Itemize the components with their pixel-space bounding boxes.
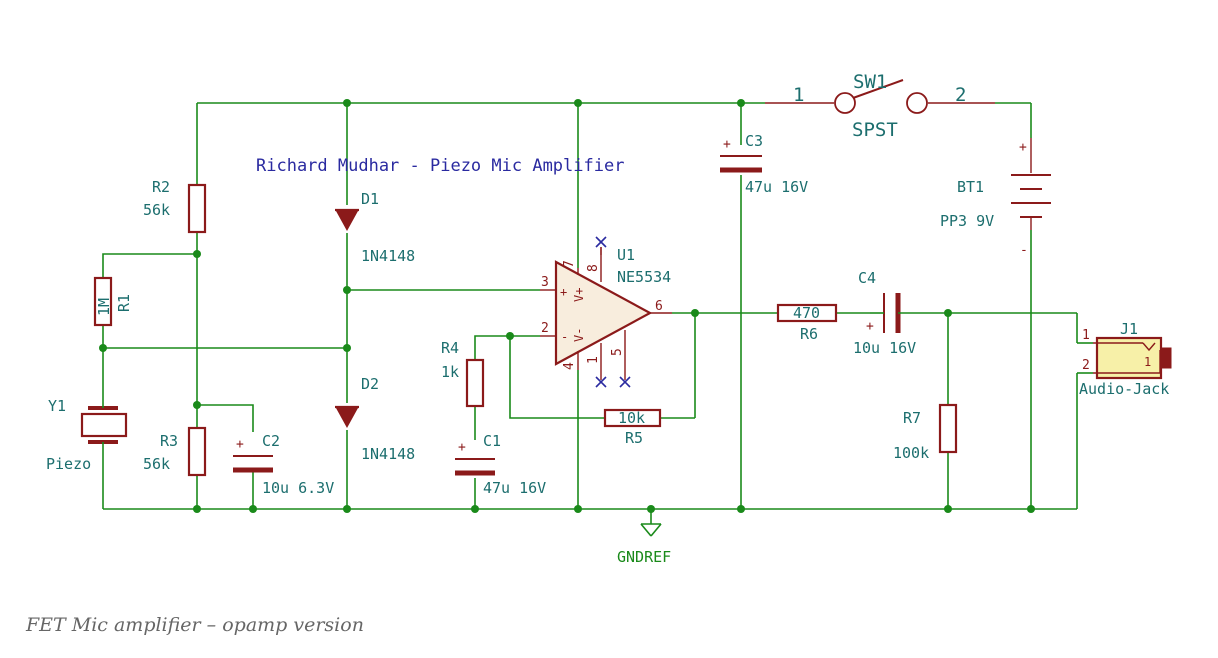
figure-caption: FET Mic amplifier – opamp version (26, 614, 364, 636)
r5-value: 10k (618, 409, 645, 427)
r4-ref: R4 (441, 339, 459, 357)
capacitor-c3: + C3 47u 16V (720, 132, 808, 196)
r7-ref: R7 (903, 409, 921, 427)
resistor-r3: R3 56k (143, 426, 207, 477)
u1-pin5: 5 (610, 348, 625, 356)
resistor-r2: R2 56k (143, 178, 207, 234)
r6-ref: R6 (800, 325, 818, 343)
sw1-pin2: 2 (955, 84, 966, 106)
j1-pin-inner: 1 (1144, 355, 1151, 369)
r3-value: 56k (143, 455, 170, 473)
bt1-minus: - (1020, 243, 1028, 258)
j1-ref: J1 (1120, 320, 1138, 338)
c1-polarity: + (458, 440, 466, 455)
c4-polarity: + (866, 319, 874, 334)
y1-ref: Y1 (48, 397, 66, 415)
r7-value: 100k (893, 444, 929, 462)
capacitor-c1: + C1 47u 16V (455, 432, 546, 497)
diode-d1: D1 1N4148 (335, 190, 415, 265)
u1-value: NE5534 (617, 268, 671, 286)
switch-sw1: 1 2 SW1 SPST (765, 71, 995, 141)
j1-value: Audio-Jack (1079, 380, 1169, 398)
resistor-r4: R4 1k (441, 339, 485, 408)
c3-ref: C3 (745, 132, 763, 150)
c3-polarity: + (723, 137, 731, 152)
u1-in-minus: - (561, 330, 568, 344)
c4-value: 10u 16V (853, 339, 916, 357)
r1-value: 1M (95, 298, 113, 316)
circuit-schematic: Richard Mudhar - Piezo Mic Amplifier R2 … (46, 71, 1172, 566)
sw1-value: SPST (852, 119, 898, 141)
opamp-u1: 3 2 6 7 8 4 1 5 + - V+ V- U1 NE5534 (540, 236, 672, 388)
y1-value: Piezo (46, 455, 91, 473)
bt1-value: PP3 9V (940, 212, 994, 230)
c2-ref: C2 (262, 432, 280, 450)
bt1-ref: BT1 (957, 178, 984, 196)
u1-pin7: 7 (562, 260, 577, 268)
wires (102, 102, 1093, 537)
r2-value: 56k (143, 201, 170, 219)
c3-value: 47u 16V (745, 178, 808, 196)
r1-ref: R1 (115, 294, 133, 312)
diode-d2: D2 1N4148 (335, 375, 415, 463)
resistor-r7: R7 100k (893, 403, 958, 462)
j1-pin1: 1 (1082, 328, 1090, 343)
c4-ref: C4 (858, 269, 876, 287)
r3-ref: R3 (160, 432, 178, 450)
schematic-title: Richard Mudhar - Piezo Mic Amplifier (256, 156, 624, 176)
ground-label: GNDREF (617, 548, 671, 566)
c1-value: 47u 16V (483, 479, 546, 497)
no-connect-marks (595, 236, 631, 388)
c2-value: 10u 6.3V (262, 479, 334, 497)
u1-pin2: 2 (541, 321, 549, 336)
r6-value: 470 (793, 304, 820, 322)
junction-dots (99, 99, 1035, 513)
capacitor-c4: + C4 10u 16V (853, 269, 918, 357)
c2-polarity: + (236, 437, 244, 452)
c1-ref: C1 (483, 432, 501, 450)
d2-ref: D2 (361, 375, 379, 393)
u1-v-minus: V- (572, 328, 586, 342)
piezo-y1: Y1 Piezo (46, 395, 128, 473)
j1-pin2: 2 (1082, 358, 1090, 373)
d2-value: 1N4148 (361, 445, 415, 463)
resistor-r6: 470 R6 (776, 303, 838, 343)
resistor-r1: 1M R1 (93, 276, 133, 327)
u1-pin3: 3 (541, 275, 549, 290)
u1-ref: U1 (617, 246, 635, 264)
bt1-plus: + (1019, 140, 1027, 155)
u1-pin8: 8 (586, 264, 601, 272)
u1-pin1: 1 (586, 356, 601, 364)
resistor-r5: 10k R5 (603, 408, 662, 447)
r2-ref: R2 (152, 178, 170, 196)
capacitor-c2: + C2 10u 6.3V (233, 432, 334, 497)
d1-value: 1N4148 (361, 247, 415, 265)
r4-value: 1k (441, 363, 459, 381)
u1-pin4: 4 (562, 362, 577, 370)
u1-pin6: 6 (655, 299, 663, 314)
r5-ref: R5 (625, 429, 643, 447)
audio-jack-j1: 1 2 1 J1 Audio-Jack (1079, 320, 1172, 398)
battery-bt1: + - BT1 PP3 9V (940, 138, 1051, 258)
u1-v-plus: V+ (572, 288, 586, 302)
sw1-pin1: 1 (793, 84, 804, 106)
u1-in-plus: + (560, 285, 567, 299)
sw1-ref: SW1 (853, 71, 887, 93)
d1-ref: D1 (361, 190, 379, 208)
